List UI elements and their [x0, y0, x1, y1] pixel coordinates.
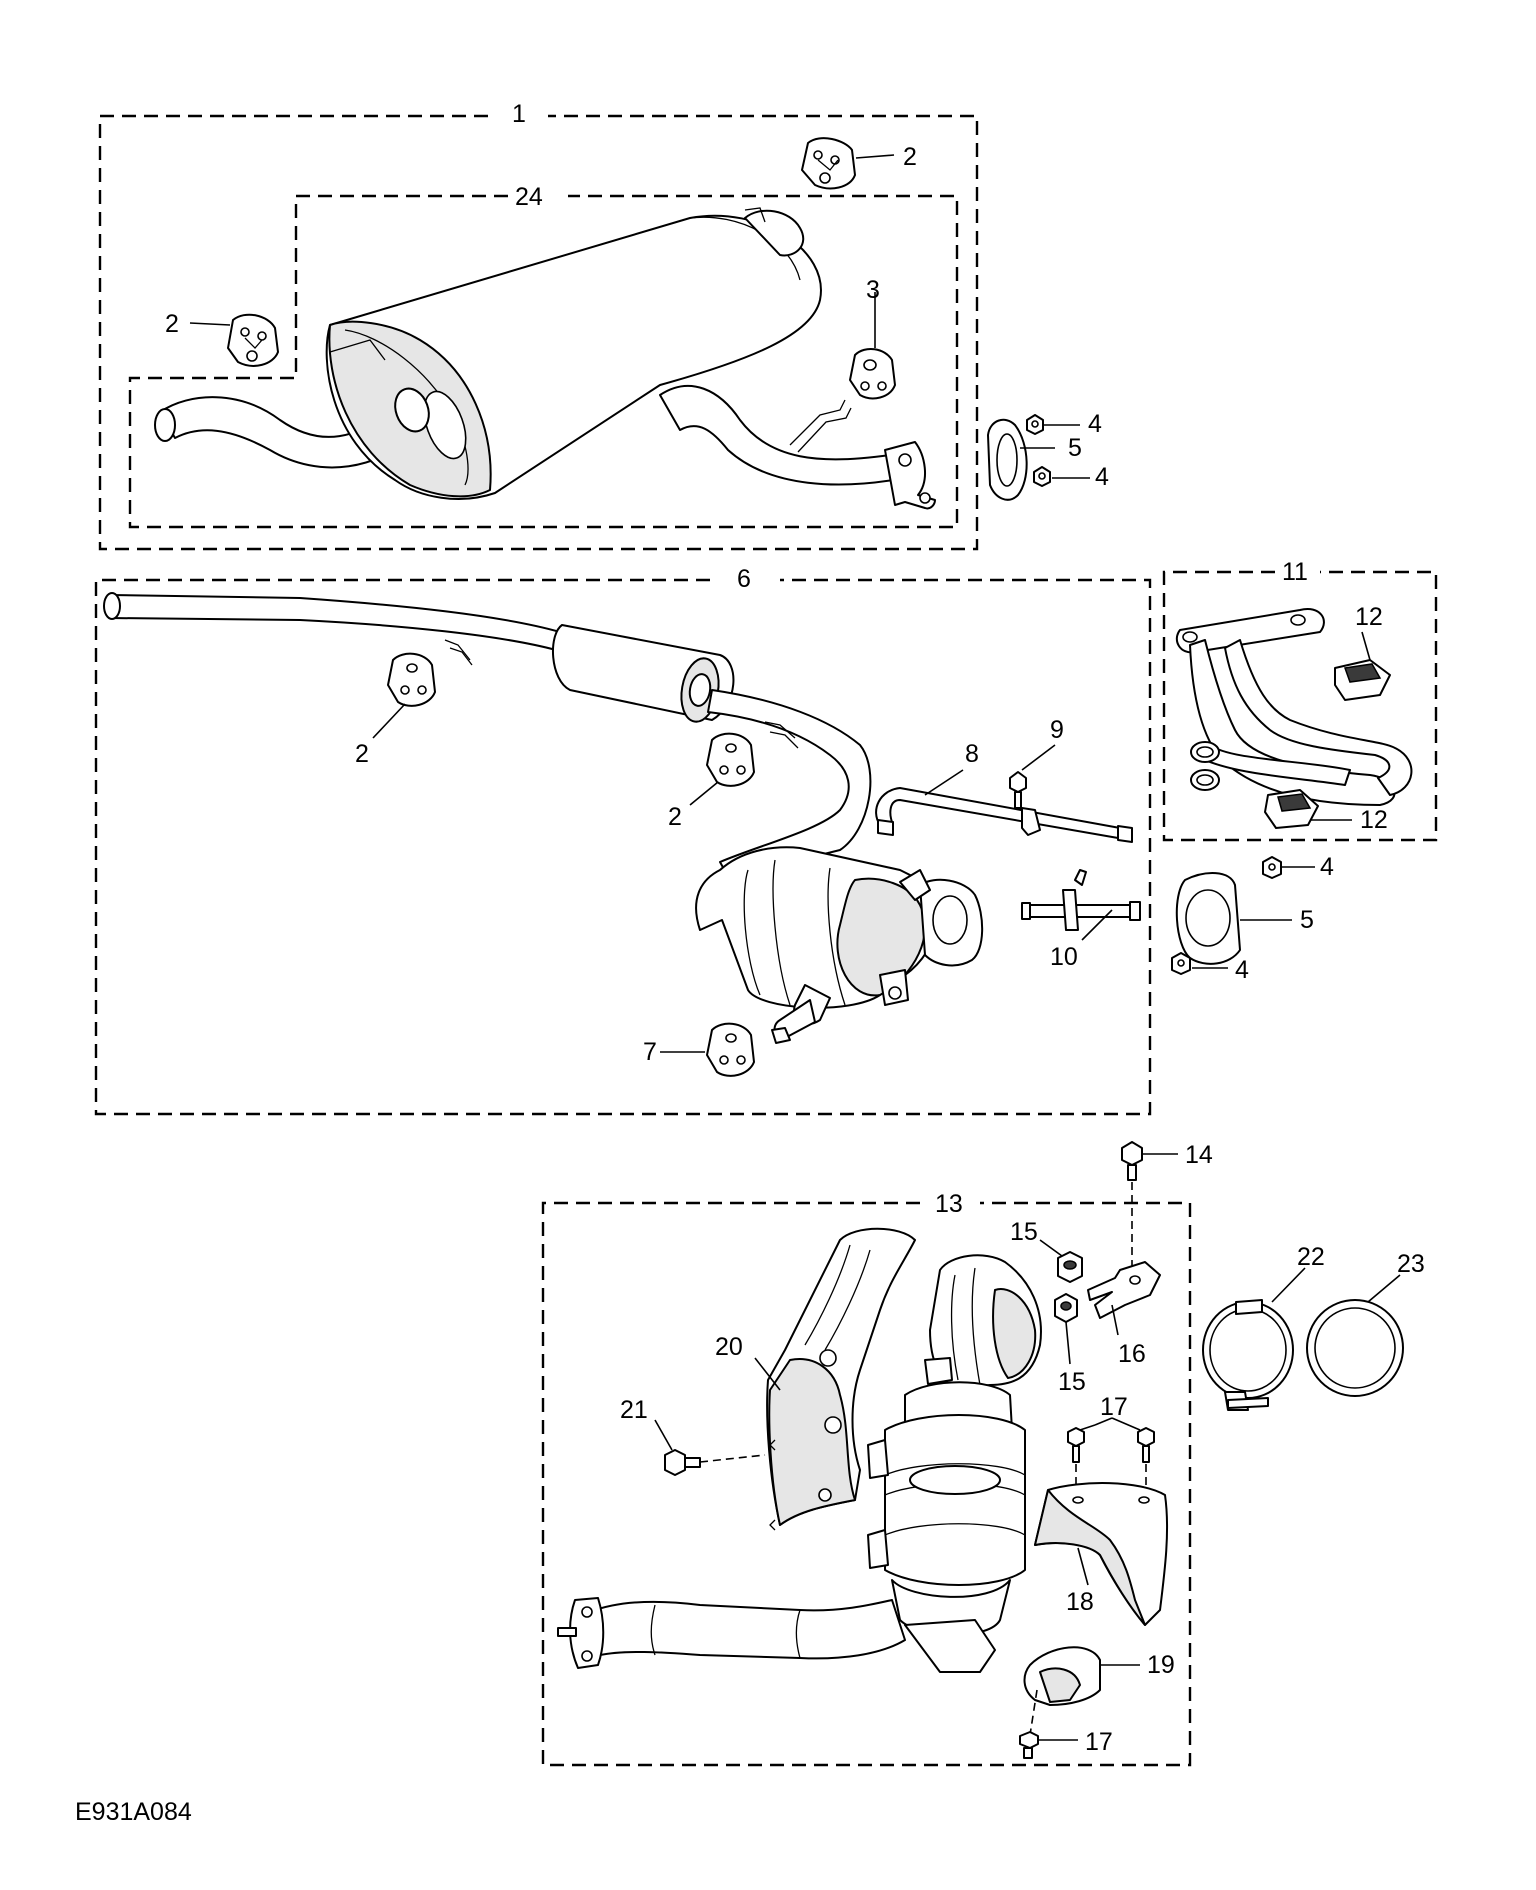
bolt-17-lower: [1019, 1731, 1039, 1759]
intermediate-pipe: [103, 592, 984, 1044]
callout-2-top: 2: [903, 143, 917, 171]
bolt-21: [664, 1449, 701, 1476]
group-box-1: [98, 114, 979, 551]
nut-4-mid-upper: [1262, 856, 1282, 879]
rubber-mount-2-top: [801, 137, 856, 190]
callout-4-top-lower: 4: [1095, 463, 1109, 491]
bolt-21-axis: [699, 1454, 766, 1463]
gasket-23: [1306, 1299, 1404, 1397]
nut-4-mid-lower: [1171, 952, 1191, 975]
callout-7: 7: [643, 1038, 657, 1066]
callout-24: 24: [515, 183, 543, 211]
clamp-12-upper: [1334, 659, 1391, 701]
sensor-10: [1021, 869, 1141, 931]
front-pipe: [1175, 608, 1413, 806]
group-box-13: [541, 1201, 1192, 1767]
gasket-5-mid: [1175, 872, 1241, 965]
callout-5-top: 5: [1068, 434, 1082, 462]
callout-16: 16: [1118, 1340, 1146, 1368]
bolt-17-axis-lower: [1029, 1689, 1038, 1736]
callout-17-lower: 17: [1085, 1728, 1113, 1756]
rubber-mount-2-mid-right: [706, 732, 755, 787]
heat-shield-20: [766, 1227, 916, 1531]
rubber-mount-2-left: [227, 313, 279, 367]
rubber-mount-7: [706, 1022, 755, 1077]
callout-14: 14: [1185, 1141, 1213, 1169]
callout-4-mid-lower: 4: [1235, 956, 1249, 984]
callout-13: 13: [935, 1190, 963, 1218]
callout-19: 19: [1147, 1651, 1175, 1679]
callout-8: 8: [965, 740, 979, 768]
callout-23: 23: [1397, 1250, 1425, 1278]
gasket-5-top: [987, 418, 1028, 501]
callout-1: 1: [512, 100, 526, 128]
callout-2-mid-left: 2: [355, 740, 369, 768]
figure-code: E931A084: [75, 1798, 192, 1826]
callout-12-upper: 12: [1355, 603, 1383, 631]
callout-11: 11: [1282, 558, 1308, 586]
callout-6: 6: [737, 565, 751, 593]
callout-3: 3: [866, 276, 880, 304]
heat-shield-19: [1023, 1646, 1101, 1706]
nut-15-lower: [1054, 1293, 1078, 1323]
sensor-pipe-8: [875, 787, 1133, 843]
callout-18: 18: [1066, 1588, 1094, 1616]
bolt-14: [1121, 1141, 1143, 1181]
bolt-9: [1009, 771, 1027, 809]
rubber-mount-2-mid-left: [387, 652, 436, 707]
clamp-12-lower: [1264, 789, 1319, 829]
bolt-17-upper-right: [1137, 1427, 1155, 1463]
bolt-17-upper-left: [1067, 1427, 1085, 1463]
nut-15-upper: [1057, 1251, 1083, 1283]
callout-9: 9: [1050, 716, 1064, 744]
nut-4-top-upper: [1026, 414, 1044, 435]
callout-5-mid: 5: [1300, 906, 1314, 934]
callout-20: 20: [715, 1333, 743, 1361]
rubber-mount-3: [849, 348, 896, 400]
nut-4-top-lower: [1033, 466, 1051, 487]
callout-2-mid-right: 2: [668, 803, 682, 831]
leader-lines: [189, 154, 1401, 1741]
rear-silencer: [154, 207, 936, 510]
group-box-11: [1162, 570, 1438, 842]
callout-22: 22: [1297, 1243, 1325, 1271]
group-box-6: [94, 578, 1152, 1116]
heat-shield-18: [1034, 1482, 1169, 1626]
group-box-24: [128, 194, 959, 529]
callout-10: 10: [1050, 943, 1078, 971]
callout-12-lower: 12: [1360, 806, 1388, 834]
callout-2-left: 2: [165, 310, 179, 338]
catalytic-converter: [557, 1254, 1042, 1673]
bracket-16: [1087, 1261, 1161, 1319]
clamp-22: [1202, 1299, 1294, 1411]
callout-17-upper: 17: [1100, 1393, 1128, 1421]
callout-21: 21: [620, 1396, 648, 1424]
callout-15-lower: 15: [1058, 1368, 1086, 1396]
callout-4-mid-upper: 4: [1320, 853, 1334, 881]
callout-15-upper: 15: [1010, 1218, 1038, 1246]
callout-4-top-upper: 4: [1088, 410, 1102, 438]
